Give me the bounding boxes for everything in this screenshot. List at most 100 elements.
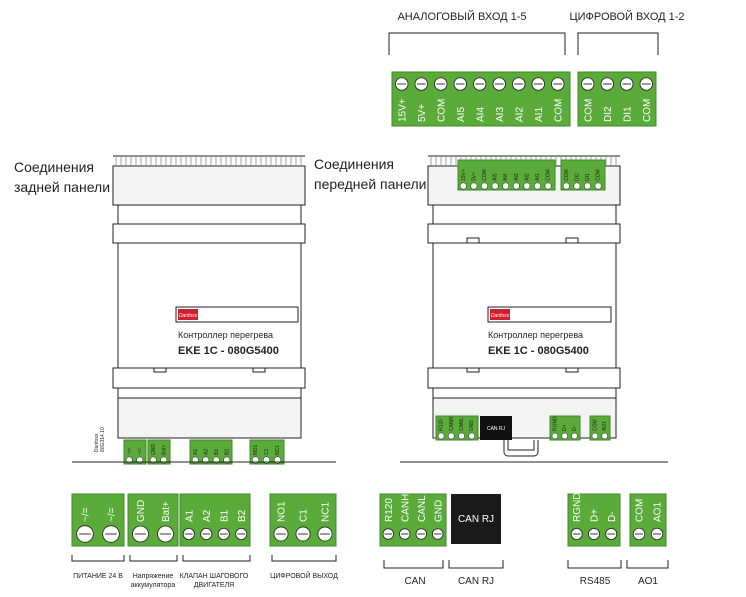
pin-label: 15V+ bbox=[461, 169, 467, 181]
screw-icon bbox=[458, 432, 465, 440]
caption-battery-2: аккумулятора bbox=[131, 582, 176, 589]
back-panel-title-line2: задней панели bbox=[14, 179, 110, 195]
pin-label: GND bbox=[136, 500, 147, 522]
screw-icon bbox=[399, 528, 411, 540]
pin-label: COM bbox=[564, 169, 570, 181]
digital-output-terminal: NO1 C1 NC1 bbox=[269, 493, 337, 547]
digital-input-header: ЦИФРОВОЙ ВХОД 1-2 bbox=[569, 10, 684, 23]
pin-label: COM bbox=[596, 169, 602, 181]
caption-ao1: AO1 bbox=[638, 576, 658, 587]
pin-label: RGND bbox=[572, 493, 583, 522]
screw-icon bbox=[551, 77, 565, 91]
pin-label: A2 bbox=[202, 509, 213, 522]
pin-label: AI1 bbox=[535, 173, 541, 181]
can-rj-label: CAN RJ bbox=[458, 514, 494, 525]
pin-label: 5V+ bbox=[417, 104, 428, 122]
pin-label: GND bbox=[469, 420, 475, 432]
screw-icon bbox=[434, 77, 448, 91]
back-controller-name: Контроллер перегрева bbox=[178, 330, 273, 340]
rs485-terminal: RGND D+ D- bbox=[567, 493, 621, 547]
screw-icon bbox=[632, 527, 646, 541]
front-logo-text: Danfoss bbox=[491, 313, 510, 319]
pin-label: 5V+ bbox=[471, 172, 477, 181]
front-panel-device: Danfoss Контроллер перегрева EKE 1C - 08… bbox=[427, 155, 621, 457]
pin-label: AI5 bbox=[493, 173, 499, 181]
screw-icon bbox=[132, 525, 149, 543]
screw-icon bbox=[573, 182, 581, 190]
screw-icon bbox=[382, 528, 394, 540]
caption-stepper-1: КЛАПАН ШАГОВОГО bbox=[180, 573, 249, 580]
power-terminal: ~/=~/= bbox=[71, 493, 125, 547]
screw-icon bbox=[650, 527, 664, 541]
screw-icon bbox=[534, 182, 541, 190]
screw-icon bbox=[102, 525, 120, 543]
screw-icon bbox=[600, 77, 614, 91]
screw-icon bbox=[295, 526, 311, 542]
back-controller-model: EKE 1C - 080G5400 bbox=[178, 345, 279, 357]
screw-icon bbox=[492, 77, 506, 91]
screw-icon bbox=[562, 182, 570, 190]
pin-label: NC1 bbox=[321, 502, 332, 522]
pin-label: NO1 bbox=[253, 445, 259, 456]
screw-icon bbox=[531, 77, 545, 91]
can-rj-port bbox=[451, 494, 501, 544]
pin-label: ~/= bbox=[107, 507, 118, 522]
pin-label: CANH bbox=[449, 416, 455, 431]
screw-icon bbox=[473, 77, 487, 91]
pin-label: ~/= bbox=[127, 448, 133, 455]
danfoss-logo-icon bbox=[178, 309, 198, 320]
battery-terminal: GND Bat+ bbox=[127, 493, 179, 547]
screw-icon bbox=[584, 182, 591, 190]
screw-icon bbox=[551, 432, 559, 440]
pin-label: GND bbox=[151, 444, 157, 456]
pin-label: NO1 bbox=[277, 501, 288, 522]
doc-number-line2: 80G314.10 bbox=[100, 427, 106, 452]
pin-label: C1 bbox=[264, 448, 270, 455]
screw-icon bbox=[317, 526, 333, 542]
pin-label: DI2 bbox=[603, 106, 614, 122]
pin-label: B1 bbox=[214, 449, 220, 455]
pin-label: B2 bbox=[224, 449, 230, 455]
danfoss-logo-icon bbox=[490, 309, 510, 320]
pin-label: D- bbox=[607, 511, 618, 522]
screw-icon bbox=[594, 182, 602, 190]
caption-battery-1: Напряжение bbox=[133, 573, 174, 580]
pin-label: A1 bbox=[184, 509, 195, 522]
screw-icon bbox=[447, 432, 455, 440]
screw-icon bbox=[273, 526, 289, 542]
pin-label: COM bbox=[642, 99, 653, 122]
pin-label: AO1 bbox=[602, 421, 608, 431]
screw-icon bbox=[544, 182, 552, 190]
caption-stepper-2: ДВИГАТЕЛЯ bbox=[194, 582, 234, 589]
pin-label: COM bbox=[635, 499, 646, 522]
pin-label: B1 bbox=[219, 509, 230, 522]
pin-label: D+ bbox=[562, 424, 568, 431]
pin-label: CANL bbox=[459, 417, 465, 431]
pin-label: Bat+ bbox=[161, 501, 172, 522]
pin-label: AI4 bbox=[503, 173, 509, 181]
pin-label: C1 bbox=[299, 509, 310, 522]
pin-label: GND bbox=[433, 500, 444, 522]
screw-icon bbox=[459, 182, 467, 190]
screw-icon bbox=[453, 77, 467, 91]
pin-label: D+ bbox=[589, 509, 600, 522]
pin-label: R120 bbox=[384, 498, 395, 522]
screw-icon bbox=[571, 432, 578, 440]
screw-icon bbox=[601, 432, 608, 440]
pin-label: R120 bbox=[439, 419, 445, 431]
pin-label: 15V+ bbox=[397, 98, 408, 122]
front-controller-model: EKE 1C - 080G5400 bbox=[488, 345, 589, 357]
pin-label: Bat+ bbox=[161, 444, 167, 455]
pin-label: AI5 bbox=[456, 107, 467, 122]
screw-icon bbox=[491, 182, 499, 190]
caption-can-rj: CAN RJ bbox=[458, 576, 494, 587]
pin-label: A2 bbox=[203, 449, 209, 455]
screw-icon bbox=[512, 77, 526, 91]
pin-label: AI2 bbox=[514, 107, 525, 122]
